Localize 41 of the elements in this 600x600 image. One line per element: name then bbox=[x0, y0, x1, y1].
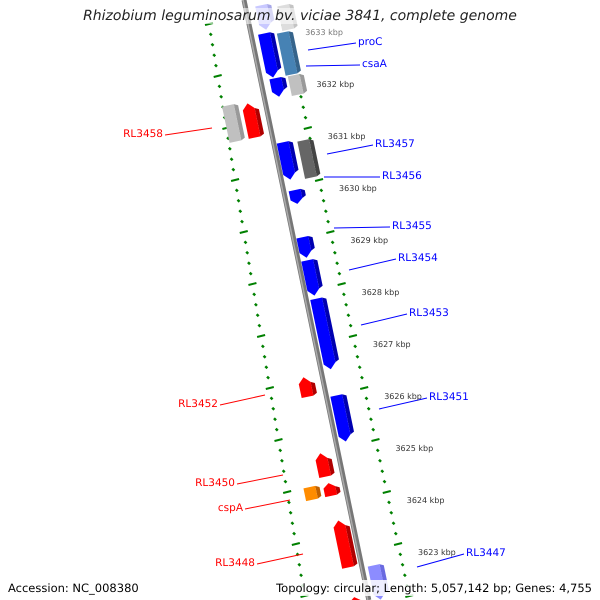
scale-label: 3626 kbp bbox=[384, 392, 422, 402]
gene-label: RL3453 bbox=[409, 307, 449, 319]
leader-line bbox=[326, 144, 374, 154]
leader-line bbox=[378, 398, 428, 410]
gene-label: RL3452 bbox=[178, 398, 218, 410]
leader-line bbox=[220, 394, 266, 406]
leader-line bbox=[308, 42, 356, 50]
scale-label: 3627 kbp bbox=[372, 340, 411, 350]
leader-line bbox=[360, 314, 408, 326]
gene-label: RL3458 bbox=[123, 128, 163, 140]
gene-label: cspA bbox=[218, 502, 243, 514]
gene-label: RL3457 bbox=[375, 138, 415, 150]
genome-info-text: Topology: circular; Length: 5,057,142 bp; Genes: 4,755 bbox=[274, 580, 594, 596]
scale-label: 3632 kbp bbox=[316, 80, 354, 90]
scale-label: 3633 kbp bbox=[305, 28, 343, 38]
gene-label: RL3454 bbox=[398, 252, 438, 264]
leader-line bbox=[236, 474, 284, 484]
leader-line bbox=[256, 554, 304, 564]
gene-label: RL3451 bbox=[429, 391, 469, 403]
leader-line bbox=[164, 128, 212, 136]
leader-line bbox=[348, 258, 396, 270]
gene-label: RL3455 bbox=[392, 220, 432, 232]
scale-label: 3629 kbp bbox=[350, 236, 388, 246]
scale-label: 3630 kbp bbox=[339, 184, 377, 194]
scale-label: 3623 kbp bbox=[418, 548, 456, 558]
leader-line bbox=[306, 64, 360, 66]
leader-line bbox=[324, 176, 380, 178]
gene-label: RL3456 bbox=[382, 170, 422, 182]
scale-label: 3628 kbp bbox=[362, 288, 400, 298]
leader-line bbox=[416, 554, 464, 568]
gene-label: RL3448 bbox=[215, 557, 255, 569]
gene-label: RL3450 bbox=[195, 477, 235, 489]
leader-line bbox=[334, 226, 390, 228]
gene-label: csaA bbox=[362, 58, 387, 70]
accession-text: Accession: NC_008380 bbox=[6, 580, 141, 596]
scale-label: 3624 kbp bbox=[406, 496, 444, 506]
gene-label: RL3447 bbox=[466, 547, 506, 559]
leader-line bbox=[244, 500, 290, 510]
scale-label: 3631 kbp bbox=[328, 132, 366, 142]
gene-label: proC bbox=[358, 36, 383, 48]
scale-label: 3625 kbp bbox=[395, 444, 434, 454]
